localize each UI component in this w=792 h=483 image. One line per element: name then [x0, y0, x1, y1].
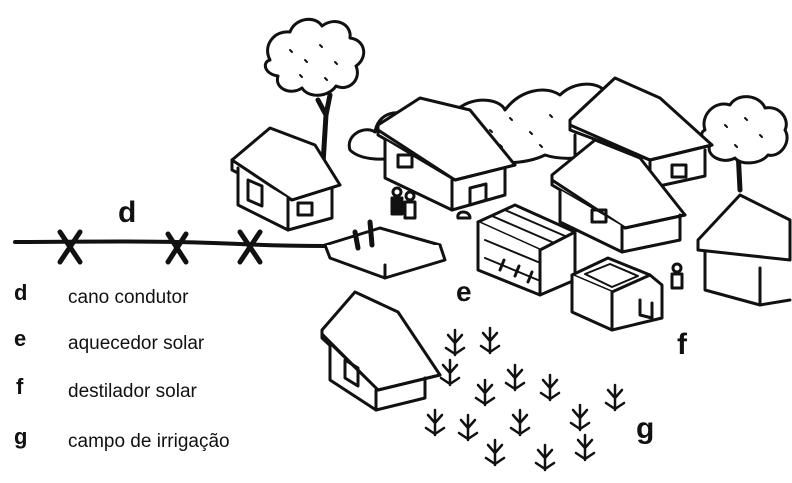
solar-heater	[476, 203, 577, 297]
legend-letter-f: f	[16, 374, 24, 399]
legend-text-d: cano condutor	[68, 287, 189, 308]
solar-still	[570, 256, 664, 332]
house-2	[376, 96, 517, 212]
label-e-scene: e	[456, 276, 472, 307]
people	[390, 186, 684, 290]
legend-text-f: destilador solar	[68, 381, 197, 402]
label-g-scene: g	[636, 412, 655, 445]
house-5	[696, 193, 792, 307]
legend-letter-e: e	[14, 326, 27, 351]
house-6	[320, 290, 442, 412]
legend-letter-d: d	[14, 280, 28, 305]
legend-text-g: campo de irrigação	[68, 431, 230, 452]
house-4	[550, 138, 687, 254]
legend-text-e: aquecedor solar	[68, 333, 205, 354]
label-f-scene: f	[677, 328, 687, 361]
house-1	[230, 126, 342, 232]
legend-letter-g: g	[14, 424, 28, 449]
tree-right	[700, 95, 789, 193]
label-d-scene: d	[118, 196, 137, 229]
pipe-conductor	[13, 229, 327, 265]
tree-left	[263, 17, 366, 183]
water-tank	[323, 219, 447, 280]
irrigation-plants	[424, 326, 626, 472]
